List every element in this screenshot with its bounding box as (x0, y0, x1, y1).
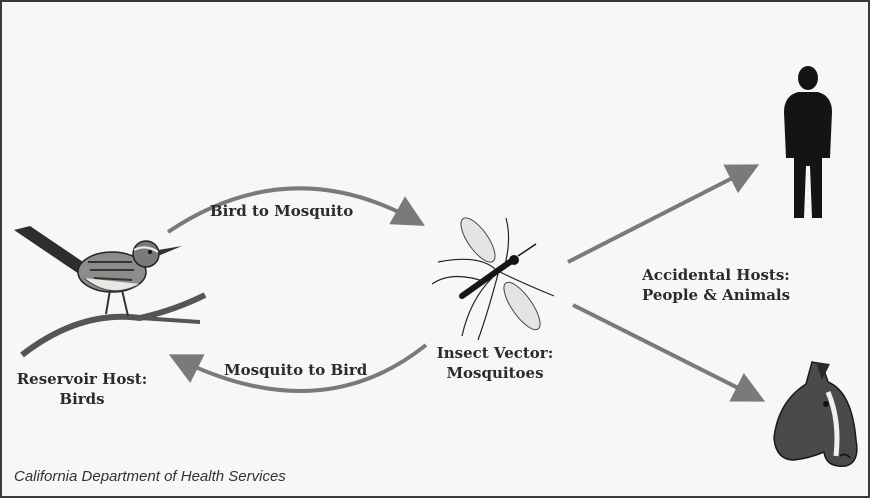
label-accidental-hosts: Accidental Hosts: People & Animals (626, 265, 806, 305)
horse-head-icon (774, 362, 857, 466)
label-insect-vector: Insect Vector: Mosquitoes (430, 343, 560, 383)
reservoir-host-line2: Birds (12, 389, 152, 409)
arrow-to-person (568, 168, 752, 262)
arrow-to-horse (573, 305, 758, 398)
source-credit: California Department of Health Services (14, 468, 286, 485)
label-mosquito-to-bird: Mosquito to Bird (224, 360, 367, 380)
label-reservoir-host: Reservoir Host: Birds (12, 369, 152, 409)
reservoir-host-line1: Reservoir Host: (12, 369, 152, 389)
label-bird-to-mosquito: Bird to Mosquito (210, 201, 353, 221)
mosquito-icon (432, 213, 554, 340)
bird-icon (14, 226, 205, 355)
insect-vector-line2: Mosquitoes (430, 363, 560, 383)
insect-vector-line1: Insect Vector: (430, 343, 560, 363)
accidental-hosts-line1: Accidental Hosts: (626, 265, 806, 285)
accidental-hosts-line2: People & Animals (626, 285, 806, 305)
person-icon (784, 66, 832, 218)
